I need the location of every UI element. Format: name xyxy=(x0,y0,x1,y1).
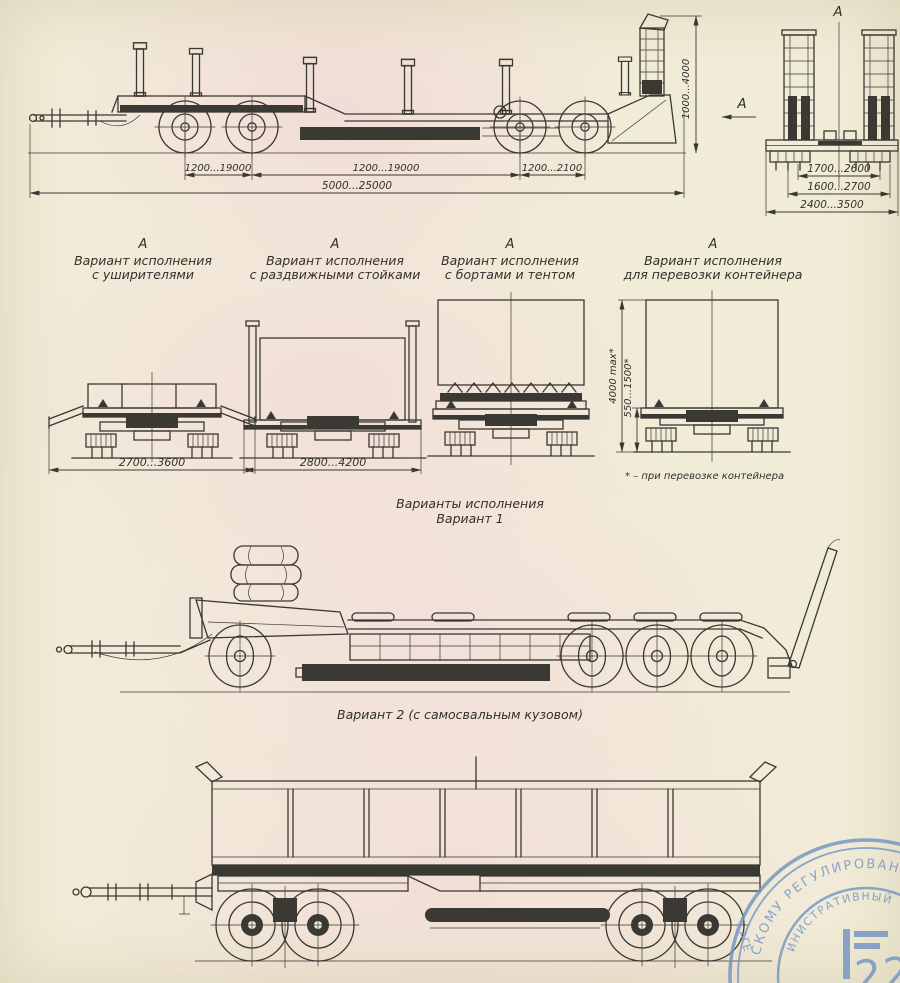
variants-heading: Варианты исполнения Вариант 1 xyxy=(370,496,570,526)
view-arrow-label: A xyxy=(736,96,746,112)
dim-height-label: 1000...4000 xyxy=(681,59,692,119)
variant-3-caption-line1: Вариант исполнения xyxy=(441,252,579,268)
variant-2-side-view xyxy=(72,756,778,968)
top-side-view: 1000...4000 A 1200...19000 1200...19000 … xyxy=(28,13,756,198)
v4-dim-height-max: 4000 max* xyxy=(608,348,619,403)
dim-front-axles: 1200...19000 xyxy=(185,163,252,174)
variant-3-caption: A Вариант исполнения с бортами и тентом xyxy=(410,237,610,283)
variant-4-view-label: A xyxy=(708,237,718,252)
variant-4-section: 4000 max* 550...1500* xyxy=(608,290,791,462)
v1-dim-width: 2700...3600 xyxy=(119,456,185,469)
rear-dim-overall: 2400...3500 xyxy=(800,199,864,211)
variant-1-caption: A Вариант исполнения с уширителями xyxy=(43,237,243,283)
variant2-heading: Вариант 2 (с самосвальным кузовом) xyxy=(310,707,610,723)
variant-4-caption: A Вариант исполнения для перевозки конте… xyxy=(602,237,824,283)
variant-3-section xyxy=(427,292,595,465)
variant2-label: Вариант 2 (с самосвальным кузовом) xyxy=(337,707,583,722)
variant-1-view-label: A xyxy=(138,237,148,252)
variant-3-view-label: A xyxy=(505,237,515,252)
variant-2-view-label: A xyxy=(330,237,340,252)
variant-1-caption-line1: Вариант исполнения xyxy=(74,252,212,268)
variant-2-caption-line2: с раздвижными стойками xyxy=(249,267,421,282)
dim-overall-length: 5000...25000 xyxy=(322,180,392,192)
dim-mid-span: 1200...19000 xyxy=(353,163,420,174)
variant-2-caption-line1: Вариант исполнения xyxy=(266,252,404,268)
variant-1-section: 2700...3600 xyxy=(48,372,256,474)
rear-view-a: A 1700...2600 1600...2700 2400...3500 xyxy=(765,4,899,216)
dim-rear-axles: 1200...2100 xyxy=(522,163,582,174)
approval-stamp: СКОМУ РЕГУЛИРОВАНИ ИНИСТРАТИВНЫЙ АГЕ 22 xyxy=(728,838,900,983)
variant-1-caption-line2: с уширителями xyxy=(92,267,194,282)
variant-4-caption-line1: Вариант исполнения xyxy=(644,252,782,268)
v2-dim-width: 2800...4200 xyxy=(300,456,366,469)
variants-heading-line1: Варианты исполнения xyxy=(396,496,544,511)
variant-2-section: 2800...4200 xyxy=(239,320,427,474)
variant-1-side-view xyxy=(55,539,841,693)
rear-dim-mid: 1600...2700 xyxy=(807,181,871,193)
variant-2-caption: A Вариант исполнения с раздвижными стойк… xyxy=(235,237,435,283)
stamp-number: 22 xyxy=(853,947,900,983)
container-footnote: * – при перевозке контейнера xyxy=(625,471,785,482)
rear-view-label: A xyxy=(832,4,842,20)
v4-dim-floor-height: 550...1500* xyxy=(623,358,634,417)
variant-4-caption-line2: для перевозки контейнера xyxy=(623,267,803,282)
variant-3-caption-line2: с бортами и тентом xyxy=(444,267,576,282)
variant1-label: Вариант 1 xyxy=(436,510,504,526)
stamp-side-fragment: АГЕ xyxy=(735,929,754,953)
rear-dim-inner: 1700...2600 xyxy=(807,163,871,175)
